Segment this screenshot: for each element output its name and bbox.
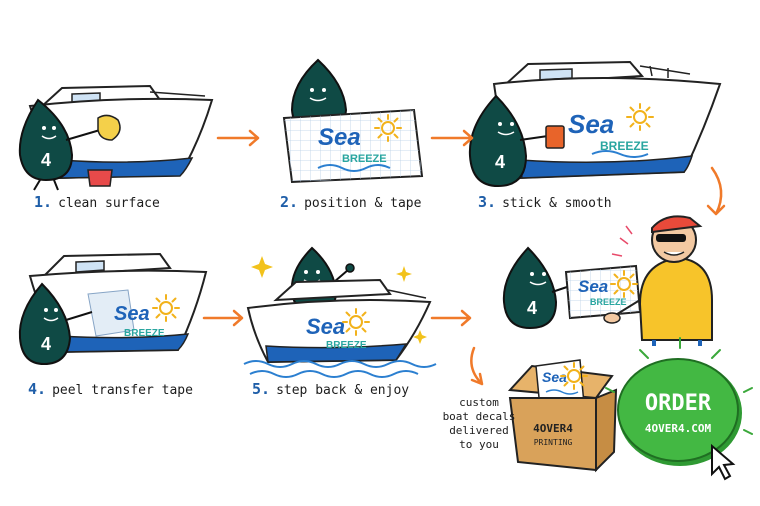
delivery-caption: custom boat decals delivered to you (442, 396, 516, 451)
flow-arrows (202, 129, 726, 386)
step-4-label: 4. peel transfer tape (28, 380, 193, 398)
step-3-number: 3. (478, 193, 497, 211)
order-button-visual: ORDER 4OVER4.COM (605, 337, 753, 481)
step-5-scene: Sea BREEZE (243, 246, 437, 378)
delivered-decal: Sea BREEZE (564, 264, 642, 320)
step-5-text: step back & enjoy (276, 383, 410, 398)
arrow-icon (216, 129, 260, 147)
sparkle-icons (251, 256, 427, 344)
squeegee-icon (545, 125, 565, 149)
bucket-icon (87, 169, 113, 187)
step-3-scene: Sea BREEZE 4 (468, 60, 722, 188)
boat-1 (28, 84, 214, 180)
svg-text:BREEZE: BREEZE (600, 139, 649, 153)
svg-text:BREEZE: BREEZE (326, 340, 367, 351)
cloth-icon (97, 114, 121, 141)
boat-5: Sea BREEZE (243, 278, 437, 378)
svg-text:Sea: Sea (318, 124, 361, 151)
handoff-scene: 4 Sea BREEZE (502, 215, 713, 346)
boat-3: Sea BREEZE (492, 60, 722, 180)
step-4-text: peel transfer tape (52, 383, 193, 398)
step-1-text: clean surface (58, 196, 160, 211)
mascot-6: 4 (502, 246, 571, 330)
svg-text:BREEZE: BREEZE (124, 328, 165, 339)
svg-text:Sea: Sea (114, 303, 150, 325)
step-4-scene: Sea BREEZE 4 (18, 252, 208, 366)
box-label-line2: PRINTING (534, 438, 573, 447)
step-1-label: 1. clean surface (34, 193, 160, 211)
svg-text:Sea: Sea (306, 314, 345, 339)
arrow-icon (430, 129, 474, 147)
mascot-1: 4 (18, 98, 101, 191)
svg-text:Sea: Sea (542, 369, 567, 385)
step-3-text: stick & smooth (502, 196, 612, 211)
svg-text:Sea: Sea (568, 109, 614, 139)
box-decal: Sea (535, 359, 588, 409)
step-2-number: 2. (280, 193, 299, 211)
mascot-number: 4 (41, 150, 51, 170)
step-1-scene: 4 (18, 84, 214, 191)
step-3-label: 3. stick & smooth (478, 193, 612, 211)
boat-4: Sea BREEZE (28, 252, 208, 354)
step-2-scene: Sea BREEZE (282, 58, 424, 184)
svg-text:BREEZE: BREEZE (590, 297, 627, 307)
svg-text:Sea: Sea (578, 277, 608, 296)
box-label-line1: 4OVER4 (533, 422, 573, 435)
shipping-box: Sea 4OVER4 PRINTING (507, 359, 618, 473)
step-1-number: 1. (34, 193, 53, 211)
cursor-icon (711, 443, 736, 481)
step-2-text: position & tape (304, 196, 422, 211)
step-5-label: 5. step back & enjoy (252, 380, 409, 398)
arrow-icon (202, 309, 244, 327)
order-button[interactable] (617, 359, 743, 467)
mascot-4: 4 (18, 282, 93, 366)
svg-text:4: 4 (527, 298, 537, 318)
delivery-person (603, 215, 713, 346)
step-5-number: 5. (252, 380, 271, 398)
arrow-icon (706, 166, 726, 216)
arrow-icon (430, 309, 472, 327)
arrow-icon (470, 346, 484, 386)
svg-text:BREEZE: BREEZE (342, 153, 387, 165)
step-2-label: 2. position & tape (280, 193, 421, 211)
mascot-3: 4 (468, 94, 549, 188)
order-title: ORDER (645, 391, 712, 416)
svg-text:4: 4 (41, 334, 51, 354)
order-url: 4OVER4.COM (645, 422, 712, 435)
step-4-number: 4. (28, 380, 47, 398)
svg-text:4: 4 (495, 152, 505, 172)
decal-sheet-2: Sea BREEZE (282, 108, 424, 184)
